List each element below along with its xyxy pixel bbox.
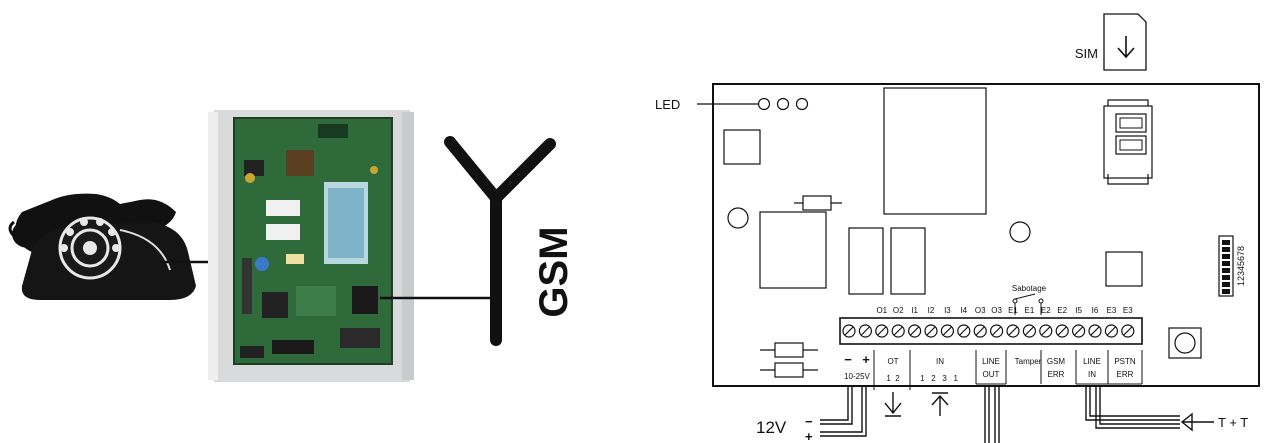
terminal-screw bbox=[875, 324, 889, 338]
terminal-label: E1 bbox=[1008, 306, 1018, 315]
terminal-label: O2 bbox=[893, 306, 904, 315]
mounting-hole-left bbox=[727, 207, 749, 229]
input-arrow-icon bbox=[931, 392, 949, 416]
pstn-err-label-1: PSTN bbox=[1114, 357, 1136, 366]
mounting-hole-right bbox=[1009, 221, 1031, 243]
terminal-label: E1 bbox=[1025, 306, 1035, 315]
terminal-screw bbox=[924, 324, 938, 338]
pstn-err-label-2: ERR bbox=[1117, 370, 1134, 379]
sim-card bbox=[1103, 13, 1147, 71]
device-photo bbox=[208, 110, 414, 382]
terminal-screw bbox=[842, 324, 856, 338]
terminal-label: E2 bbox=[1057, 306, 1067, 315]
terminal-labels: O1 O2 I1 I2 I3 I4 O3 O3 E1 E1 E2 E2 I5 I6 E3 E3 bbox=[876, 306, 1133, 315]
dip-switch bbox=[1218, 235, 1234, 297]
terminal-label: I2 bbox=[928, 306, 935, 315]
ot-label: OT bbox=[887, 357, 898, 366]
gsm-err-label-1: GSM bbox=[1047, 357, 1066, 366]
in-label: IN bbox=[936, 357, 944, 366]
terminal-screw bbox=[858, 324, 873, 338]
gsm-err-label-2: ERR bbox=[1048, 370, 1065, 379]
terminal-screw bbox=[1104, 324, 1119, 338]
resistor-bottom-1 bbox=[760, 342, 818, 358]
sim-holder bbox=[1103, 99, 1153, 185]
led-label: LED bbox=[655, 97, 680, 112]
group-separators bbox=[873, 350, 1143, 390]
terminal-screw bbox=[1022, 324, 1037, 338]
led-3 bbox=[795, 97, 809, 111]
line-out-wires bbox=[984, 386, 1000, 443]
terminal-screw bbox=[1039, 324, 1053, 338]
led-1 bbox=[757, 97, 771, 111]
terminal-screw bbox=[940, 324, 955, 338]
power-range-label: 10-25V bbox=[844, 372, 870, 381]
supply-voltage-label: 12V bbox=[756, 418, 787, 437]
relay-1 bbox=[848, 227, 884, 295]
line-out-label-1: LINE bbox=[982, 357, 1000, 366]
power-plus-label: + bbox=[862, 352, 870, 367]
transformer bbox=[759, 211, 827, 289]
terminal-label: I6 bbox=[1092, 306, 1099, 315]
terminal-label: I1 bbox=[911, 306, 918, 315]
terminal-label: E3 bbox=[1123, 306, 1133, 315]
resistor-top bbox=[794, 195, 842, 211]
tt-label: T + T bbox=[1218, 415, 1248, 430]
push-button bbox=[1168, 327, 1202, 359]
terminal-screw bbox=[989, 324, 1004, 338]
terminal-screw bbox=[1055, 324, 1069, 338]
terminal-screw bbox=[1088, 324, 1102, 338]
terminal-screw bbox=[891, 324, 905, 338]
led-2 bbox=[776, 97, 790, 111]
ot-numbers: 1 2 bbox=[886, 374, 900, 383]
sabotage-switch-icon bbox=[1012, 293, 1044, 315]
line-in-label-1: LINE bbox=[1083, 357, 1101, 366]
output-arrow-icon bbox=[884, 392, 902, 417]
in-numbers: 1 2 3 1 bbox=[920, 374, 958, 383]
line-in-wires bbox=[1085, 386, 1180, 429]
tt-arrow-icon bbox=[1180, 412, 1214, 432]
small-square-component bbox=[723, 129, 761, 165]
terminal-label: O1 bbox=[876, 306, 887, 315]
chip-square bbox=[1105, 251, 1143, 287]
terminal-screw bbox=[973, 324, 987, 338]
power-minus-label: − bbox=[844, 352, 852, 367]
terminal-label: I5 bbox=[1075, 306, 1082, 315]
terminal-label: I4 bbox=[960, 306, 967, 315]
tamper-label: Tamper bbox=[1015, 357, 1042, 366]
antenna-icon bbox=[444, 136, 556, 346]
terminal-label: O3 bbox=[991, 306, 1002, 315]
supply-minus-sign: − bbox=[805, 414, 813, 429]
terminal-screws bbox=[842, 324, 1135, 338]
terminal-label: E3 bbox=[1107, 306, 1117, 315]
terminal-screw bbox=[1071, 324, 1086, 338]
sabotage-label: Sabotage bbox=[1012, 284, 1047, 293]
line-in-label-2: IN bbox=[1088, 370, 1096, 379]
supply-plus-sign: + bbox=[805, 429, 813, 443]
power-supply-wires bbox=[820, 386, 867, 437]
terminal-label: O3 bbox=[975, 306, 986, 315]
dip-switch-label: 12345678 bbox=[1236, 246, 1246, 286]
terminal-screw bbox=[907, 324, 922, 338]
terminal-label: E2 bbox=[1041, 306, 1051, 315]
terminal-screw bbox=[1121, 324, 1135, 338]
resistor-bottom-2 bbox=[760, 362, 818, 378]
gsm-label: GSM bbox=[532, 226, 576, 317]
telephone-icon bbox=[8, 193, 197, 300]
terminal-label: I3 bbox=[944, 306, 951, 315]
terminal-screw bbox=[1006, 324, 1020, 338]
terminal-screw bbox=[957, 324, 971, 338]
sim-label: SIM bbox=[1075, 46, 1098, 61]
line-out-label-2: OUT bbox=[983, 370, 1000, 379]
main-module bbox=[883, 87, 987, 215]
relay-2 bbox=[890, 227, 926, 295]
